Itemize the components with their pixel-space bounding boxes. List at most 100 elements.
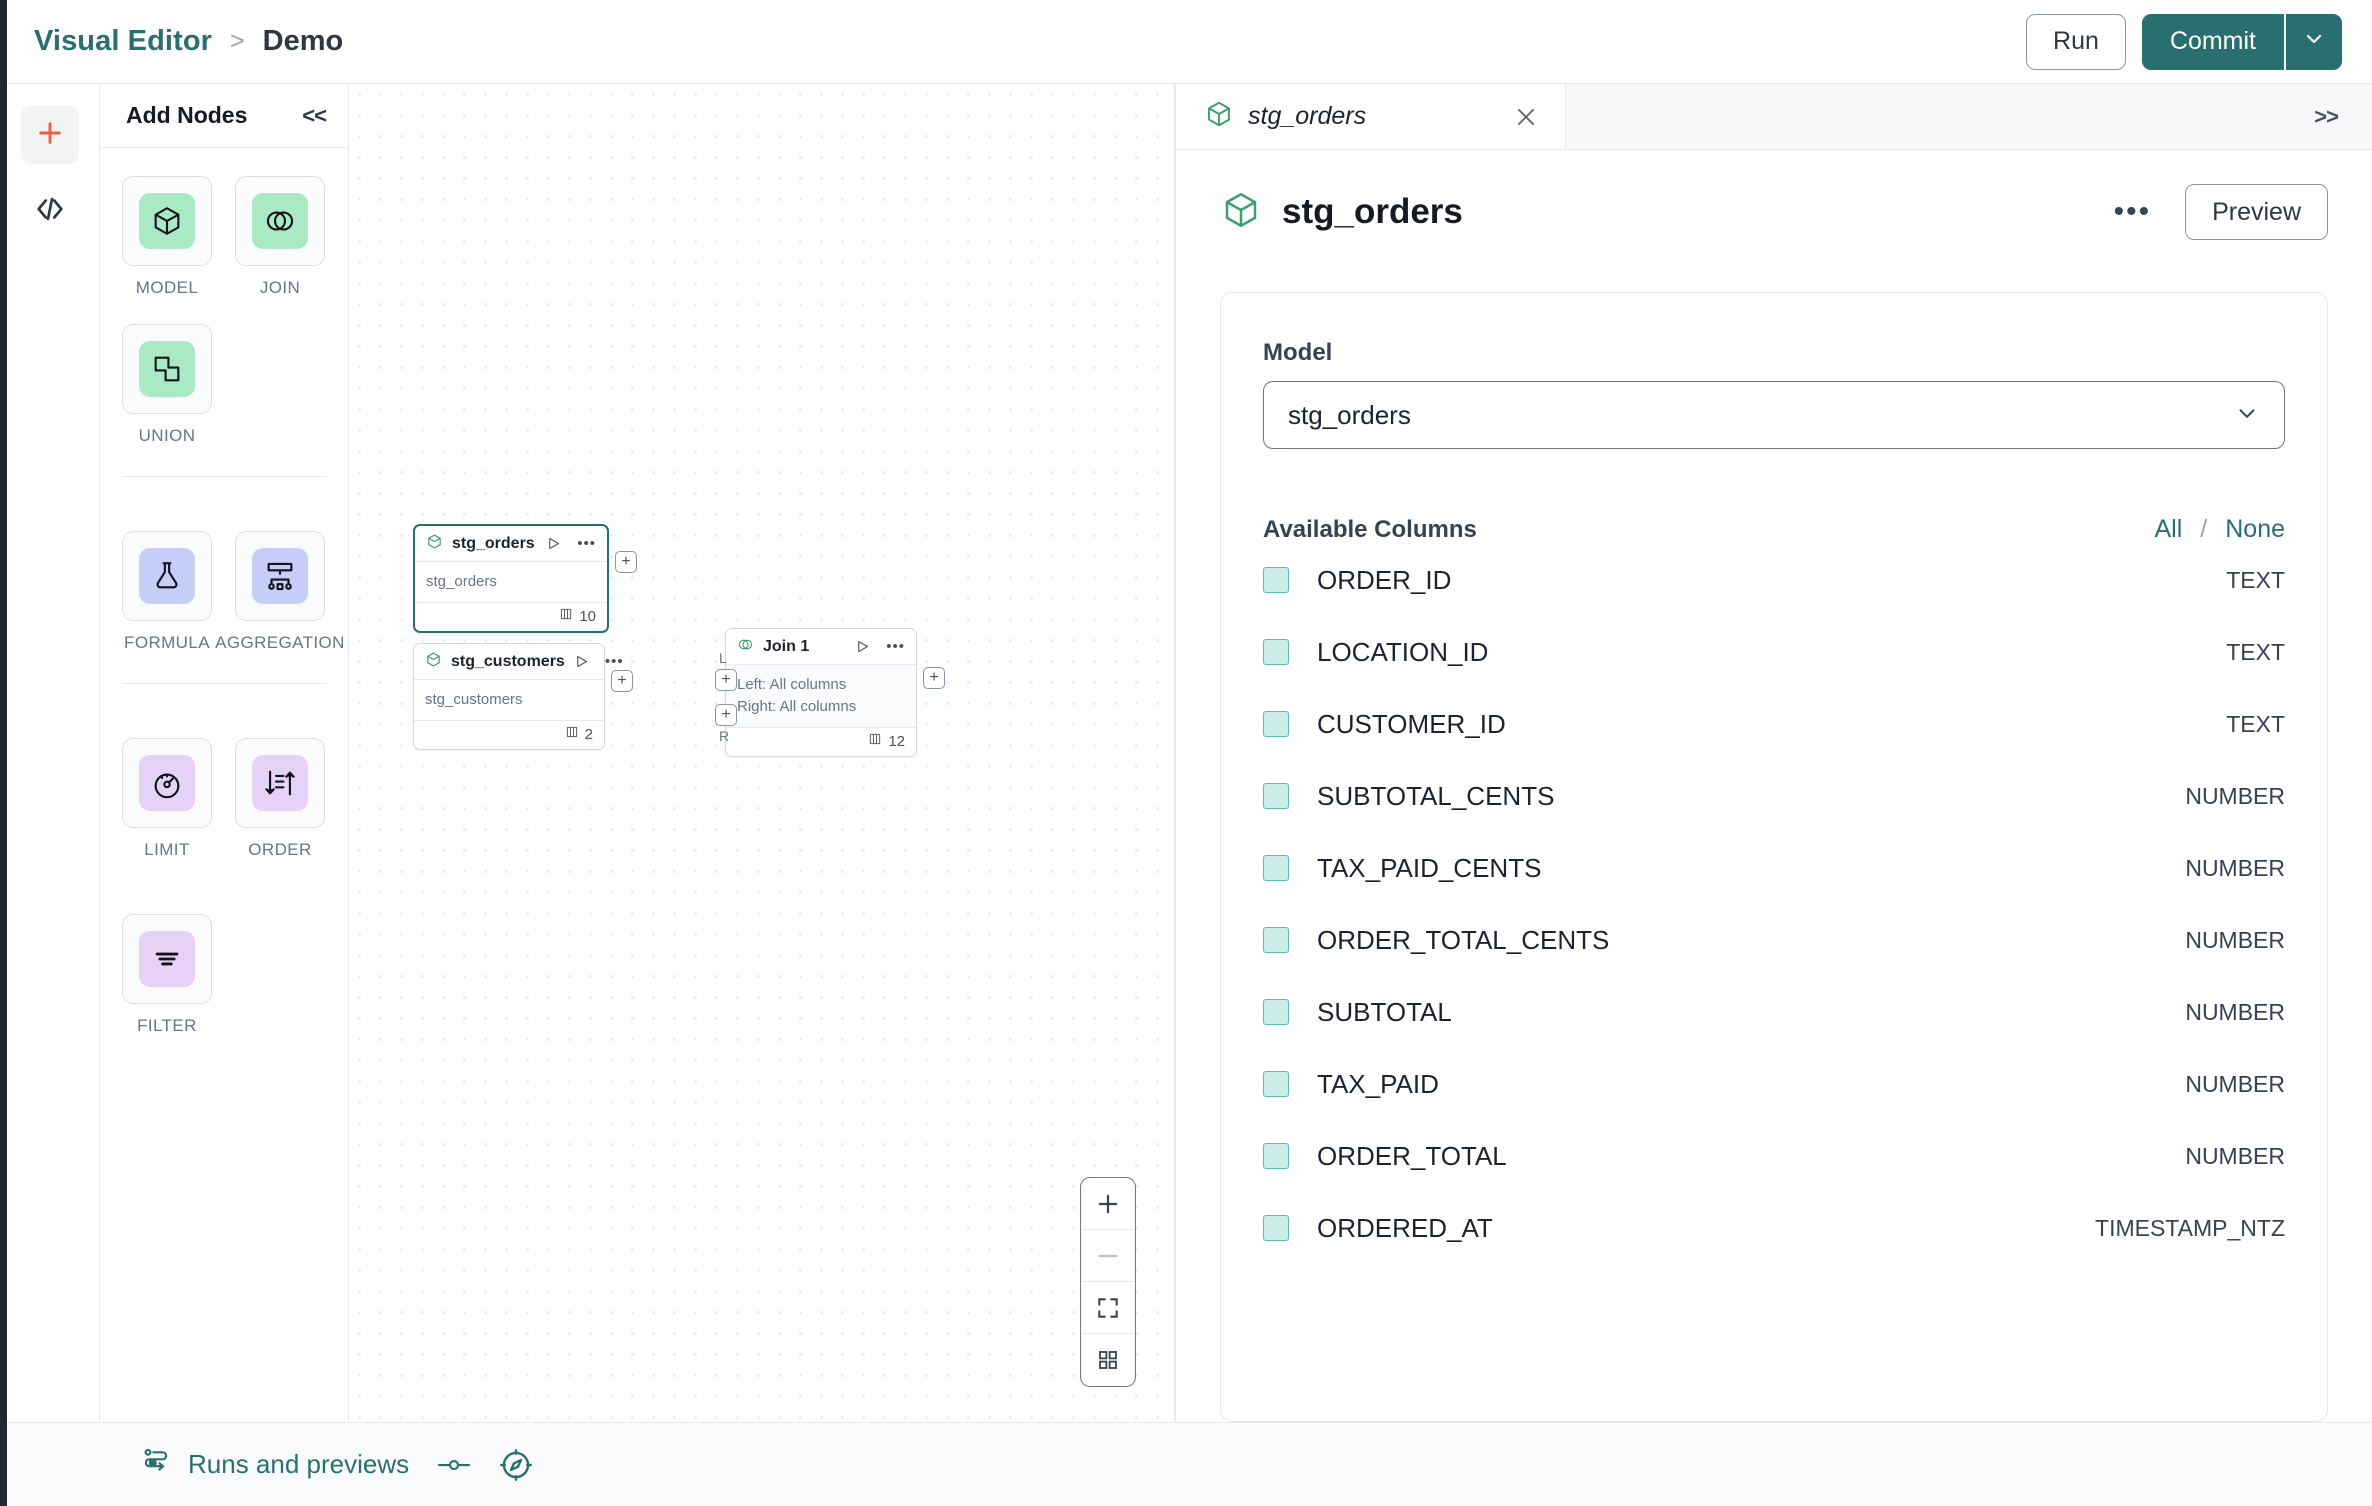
run-node-icon[interactable] — [574, 654, 589, 669]
column-name: ORDER_TOTAL — [1317, 1140, 1507, 1171]
column-row[interactable]: CUSTOMER_ID TEXT — [1263, 688, 2285, 760]
flow-node-footer: 10 — [415, 603, 607, 631]
column-name: ORDERED_AT — [1317, 1212, 1493, 1243]
column-row[interactable]: ORDERED_AT TIMESTAMP_NTZ — [1263, 1192, 2285, 1264]
column-checkbox[interactable] — [1263, 783, 1289, 809]
close-icon[interactable] — [1513, 104, 1539, 130]
node-type-order-tile[interactable] — [235, 738, 325, 828]
runs-and-previews-button[interactable]: Runs and previews — [140, 1445, 409, 1484]
node-menu-icon[interactable]: ••• — [886, 638, 905, 655]
input-handle-join-left[interactable]: + — [715, 669, 737, 691]
node-type-order[interactable]: ORDER — [235, 738, 325, 860]
slider-toggle-icon[interactable] — [435, 1450, 473, 1480]
flow-node-footer: 2 — [414, 721, 604, 749]
toggle-minimap-button[interactable] — [1081, 1334, 1135, 1386]
column-checkbox[interactable] — [1263, 1143, 1289, 1169]
select-none-link[interactable]: None — [2225, 515, 2285, 543]
fit-view-button[interactable] — [1081, 1282, 1135, 1334]
group-divider-1 — [122, 476, 327, 477]
column-type: TEXT — [2226, 710, 2285, 737]
select-all-link[interactable]: All — [2154, 515, 2183, 543]
node-type-filter-tile[interactable] — [122, 914, 212, 1004]
node-type-aggregation[interactable]: AGGREGATION — [215, 531, 344, 653]
column-checkbox[interactable] — [1263, 639, 1289, 665]
details-menu-icon[interactable]: ••• — [2113, 195, 2152, 228]
column-row[interactable]: SUBTOTAL_CENTS NUMBER — [1263, 760, 2285, 832]
column-type: TIMESTAMP_NTZ — [2095, 1214, 2285, 1241]
input-handle-join-right[interactable]: + — [715, 704, 737, 726]
link-separator: / — [2200, 515, 2208, 543]
column-checkbox[interactable] — [1263, 1071, 1289, 1097]
flow-node-body: stg_orders — [415, 562, 607, 603]
column-checkbox[interactable] — [1263, 1215, 1289, 1241]
run-node-icon[interactable] — [855, 639, 870, 654]
column-checkbox[interactable] — [1263, 999, 1289, 1025]
model-select[interactable]: stg_orders — [1263, 381, 2285, 449]
add-nodes-panel: Add Nodes << MODEL — [100, 84, 349, 1422]
sort-order-icon — [252, 755, 308, 811]
node-type-model-tile[interactable] — [122, 176, 212, 266]
node-type-union-tile[interactable] — [122, 324, 212, 414]
breadcrumb-current: Demo — [262, 25, 344, 57]
node-menu-icon[interactable]: ••• — [604, 653, 624, 670]
zoom-out-button[interactable] — [1081, 1230, 1135, 1282]
add-node-rail-button[interactable] — [20, 106, 79, 164]
grid-icon — [1099, 1351, 1117, 1369]
column-checkbox[interactable] — [1263, 711, 1289, 737]
plus-icon — [34, 117, 66, 154]
output-handle-stg-orders[interactable]: + — [615, 551, 637, 573]
expand-panel-button[interactable]: >> — [2314, 103, 2339, 129]
fit-icon — [1098, 1297, 1118, 1318]
column-row[interactable]: TAX_PAID NUMBER — [1263, 1048, 2285, 1120]
run-button[interactable]: Run — [2026, 13, 2126, 70]
cube-icon — [1204, 99, 1234, 134]
collapse-panel-button[interactable]: << — [302, 102, 327, 128]
top-bar: Visual Editor > Demo Run Commit — [0, 0, 2372, 84]
zoom-in-button[interactable] — [1081, 1178, 1135, 1230]
commit-button[interactable]: Commit — [2141, 13, 2284, 70]
column-row[interactable]: LOCATION_ID TEXT — [1263, 616, 2285, 688]
flow-node-stg-customers[interactable]: stg_customers ••• stg_customers 2 — [413, 643, 623, 750]
node-type-formula-tile[interactable] — [122, 531, 212, 621]
output-handle-stg-customers[interactable]: + — [611, 670, 633, 692]
node-type-formula[interactable]: FORMULA — [122, 531, 212, 653]
plus-icon — [1098, 1194, 1118, 1213]
column-row[interactable]: SUBTOTAL NUMBER — [1263, 976, 2285, 1048]
code-view-rail-button[interactable] — [21, 190, 79, 232]
aggregation-tree-icon — [252, 548, 308, 604]
flow-canvas[interactable]: stg_orders ••• stg_orders 10 + — [349, 84, 1175, 1422]
node-type-filter[interactable]: FILTER — [122, 914, 212, 1036]
node-type-limit-tile[interactable] — [122, 738, 212, 828]
commit-dropdown-button[interactable] — [2284, 13, 2342, 70]
column-checkbox[interactable] — [1263, 927, 1289, 953]
node-type-model[interactable]: MODEL — [122, 176, 212, 298]
node-type-join-tile[interactable] — [235, 176, 325, 266]
column-row[interactable]: ORDER_ID TEXT — [1263, 544, 2285, 616]
node-menu-icon[interactable]: ••• — [577, 535, 596, 552]
column-row[interactable]: ORDER_TOTAL_CENTS NUMBER — [1263, 904, 2285, 976]
tab-stg-orders[interactable]: stg_orders — [1176, 84, 1566, 149]
breadcrumb-root[interactable]: Visual Editor — [34, 25, 213, 57]
flow-node-join-1[interactable]: Join 1 ••• Left: All columns Right: All … — [725, 628, 917, 757]
run-node-icon[interactable] — [546, 536, 561, 551]
column-row[interactable]: ORDER_TOTAL NUMBER — [1263, 1120, 2285, 1192]
column-name: SUBTOTAL — [1317, 996, 1452, 1027]
node-type-limit[interactable]: LIMIT — [122, 738, 212, 860]
column-checkbox[interactable] — [1263, 855, 1289, 881]
group-divider-2 — [122, 683, 327, 684]
compass-icon[interactable] — [499, 1448, 533, 1482]
column-row[interactable]: TAX_PAID_CENTS NUMBER — [1263, 832, 2285, 904]
output-handle-join-1[interactable]: + — [923, 667, 945, 689]
available-columns-list: ORDER_ID TEXT LOCATION_ID TEXT CUSTOMER_… — [1263, 544, 2285, 1264]
available-columns-title: Available Columns — [1263, 515, 1477, 543]
tab-label: stg_orders — [1248, 102, 1367, 130]
column-checkbox[interactable] — [1263, 567, 1289, 593]
node-type-join[interactable]: JOIN — [235, 176, 325, 298]
flow-node-header: stg_customers ••• — [414, 644, 623, 680]
preview-button[interactable]: Preview — [2185, 184, 2328, 240]
flow-node-title: Join 1 — [763, 637, 810, 655]
node-type-aggregation-tile[interactable] — [235, 531, 325, 621]
venn-icon — [252, 193, 308, 249]
flow-node-stg-orders[interactable]: stg_orders ••• stg_orders 10 — [413, 524, 609, 633]
node-type-union[interactable]: UNION — [122, 324, 212, 446]
